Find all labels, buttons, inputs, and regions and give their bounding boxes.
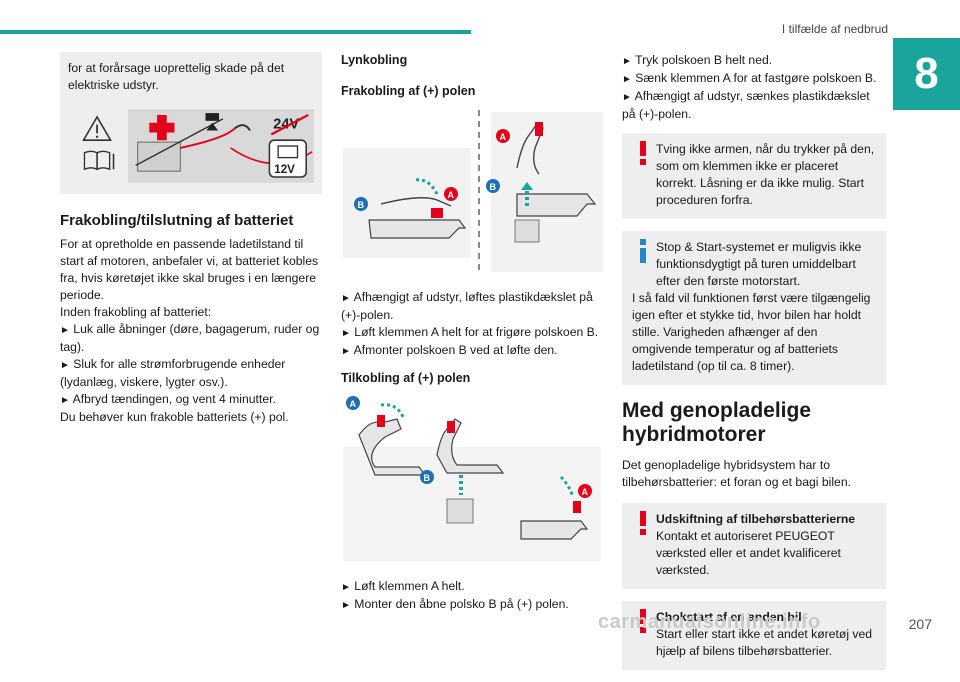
label-a: A <box>448 190 455 200</box>
warning-jumpstart-title: Chokstart af en anden bil <box>656 610 802 624</box>
quick-connect-title: Lynkobling <box>341 53 408 67</box>
bullet-press-terminal: ► Tryk polskoen B helt ned. <box>622 53 773 67</box>
svg-text:A: A <box>582 487 589 497</box>
warning-box-force: Tving ikke armen, når du trykker på den,… <box>622 133 886 219</box>
info-icon <box>640 239 646 263</box>
disconnect-subtitle: Frakobling af (+) polen <box>341 84 476 98</box>
warning-box-replacement: Udskiftning af tilbehørsbatterierne Kont… <box>622 503 886 589</box>
chapter-tab: 8 <box>893 38 960 110</box>
voltage-24v-label: 24V <box>273 117 299 133</box>
svg-text:A: A <box>350 399 357 409</box>
info-box-stop-start: Stop & Start-systemet er muligvis ikke f… <box>622 231 886 385</box>
column-3: ► Tryk polskoen B helt ned. ► Sænk klemm… <box>622 52 886 682</box>
page-number: 207 <box>908 616 932 632</box>
hybrid-paragraph: Det genopladelige hybridsystem har to ti… <box>622 458 851 489</box>
column-1: for at forårsage uoprettelig skade på de… <box>60 52 322 426</box>
warning-exclamation-icon <box>640 511 646 535</box>
warning-exclamation-icon <box>640 609 646 633</box>
disconnect-diagram: A B A B <box>343 110 603 274</box>
bullet-lift-clamp: ► Løft klemmen A helt for at frigøre pol… <box>341 325 599 339</box>
warning-book-icons <box>68 109 129 183</box>
warning-force-text: Tving ikke armen, når du trykker på den,… <box>656 142 875 207</box>
connect-diagram: A B A <box>343 396 601 561</box>
bullet-lower-clamp: ► Sænk klemmen A for at fastgøre polskoe… <box>622 71 877 85</box>
connect-subtitle: Tilkobling af (+) polen <box>341 371 471 385</box>
jump-start-diagram: 24V 12V <box>128 109 314 183</box>
header-accent-bar <box>0 30 471 34</box>
svg-text:A: A <box>500 132 507 142</box>
info-text-1: Stop & Start-systemet er muligvis ikke f… <box>656 240 862 288</box>
bullet-switch-off-consumers: ► Sluk for alle strømforbrugende enheder… <box>60 357 286 389</box>
bullet-remove-terminal: ► Afmonter polskoen B ved at løfte den. <box>341 343 558 357</box>
warning-replacement-title: Udskiftning af tilbehørsbatterierne <box>656 512 856 526</box>
box-text: for at forårsage uoprettelig skade på de… <box>68 61 285 92</box>
bullet-lower-cover: ► Afhængigt af udstyr, sænkes plastikdæk… <box>622 89 870 121</box>
warning-replacement-text: Kontakt et autoriseret PEUGEOT værksted … <box>656 529 841 577</box>
warning-exclamation-icon <box>640 141 646 165</box>
intro-paragraph: For at opretholde en passende ladetilsta… <box>60 237 319 302</box>
before-disconnect-label: Inden frakobling af batteriet: <box>60 305 212 319</box>
voltage-12v-label: 12V <box>274 163 295 176</box>
bullet-lift-cover: ► Afhængigt af udstyr, løftes plastikdæk… <box>341 290 593 322</box>
watermark: carmanualsonline.info <box>598 611 821 633</box>
svg-text:B: B <box>490 182 497 192</box>
info-text-2: I så fald vil funktionen først være tilg… <box>632 291 871 373</box>
charging-illustration: 24V 12V <box>68 108 314 184</box>
section-title: Frakobling/tilslutning af batteriet <box>60 212 294 229</box>
bullet-lift-clamp-fully: ► Løft klemmen A helt. <box>341 579 465 593</box>
svg-text:B: B <box>424 473 431 483</box>
warning-box-continued: for at forårsage uoprettelig skade på de… <box>60 52 322 194</box>
plus-pole-note: Du behøver kun frakoble batteriets (+) p… <box>60 410 289 424</box>
bullet-ignition-off: ► Afbryd tændingen, og vent 4 minutter. <box>60 392 276 406</box>
bullet-fit-terminal: ► Monter den åbne polsko B på (+) polen. <box>341 597 569 611</box>
label-b: B <box>358 200 365 210</box>
running-header: I tilfælde af nedbrud <box>781 22 888 36</box>
hybrid-section-title: Med genopladelige hybridmotorer <box>622 399 812 446</box>
column-2: Lynkobling Frakobling af (+) polen A B A… <box>341 52 603 614</box>
bullet-close-openings: ► Luk alle åbninger (døre, bagagerum, ru… <box>60 322 320 354</box>
